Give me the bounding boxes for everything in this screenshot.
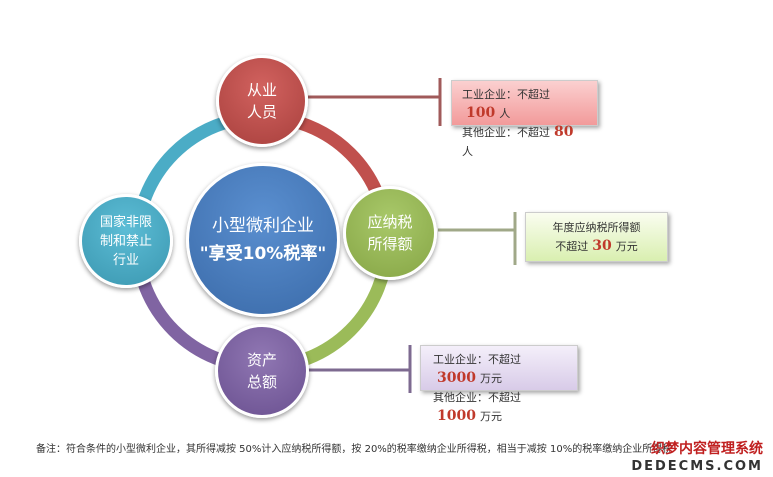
label: 其他企业：不超过 — [462, 126, 550, 139]
label: 其他企业：不超过 — [433, 391, 521, 404]
node-income-label: 应纳税 — [367, 213, 413, 231]
unit: 万元 — [615, 240, 638, 253]
value: 30 — [592, 238, 612, 254]
label: 工业企业：不超过 — [462, 88, 550, 101]
node-industry: 国家非限 制和禁止 行业 — [79, 194, 173, 288]
connector-assets — [308, 345, 412, 393]
unit: 万元 — [479, 410, 502, 423]
unit: 人 — [462, 145, 473, 158]
connector-staff — [308, 78, 442, 126]
label: 不超过 — [555, 240, 589, 253]
node-income: 应纳税 所得额 — [343, 186, 437, 280]
node-industry-label: 行业 — [112, 252, 139, 268]
node-industry-label: 制和禁止 — [99, 233, 152, 249]
connector-income — [438, 212, 517, 265]
center-subtitle: "享受10%税率" — [199, 244, 327, 264]
footnote: 备注：符合条件的小型微利企业，其所得减按 50%计入应纳税所得额，按 20%的税… — [36, 444, 673, 455]
node-assets-label: 资产 — [246, 351, 277, 369]
value: 100 — [466, 105, 496, 121]
value: 1000 — [437, 408, 476, 424]
value: 80 — [554, 124, 574, 140]
node-assets-label: 总额 — [246, 373, 277, 391]
node-industry-label: 国家非限 — [99, 214, 152, 230]
watermark: 织梦内容管理系统 DEDECMS.COM — [631, 440, 763, 476]
center-title: 小型微利企业 — [212, 216, 314, 236]
watermark-title: 织梦内容管理系统 — [651, 441, 763, 457]
label: 工业企业：不超过 — [433, 353, 521, 366]
node-staff: 从业 人员 — [216, 55, 308, 147]
center-circle: 小型微利企业 "享受10%税率" — [186, 163, 340, 317]
watermark-url: DEDECMS.COM — [631, 459, 763, 474]
node-income-label: 所得额 — [367, 235, 413, 253]
unit: 万元 — [479, 372, 502, 385]
value: 3000 — [437, 370, 476, 386]
node-staff-label: 从业 — [246, 81, 277, 99]
node-staff-label: 人员 — [246, 103, 277, 121]
node-assets: 资产 总额 — [215, 324, 309, 418]
label: 年度应纳税所得额 — [552, 221, 641, 234]
unit: 人 — [499, 107, 511, 120]
